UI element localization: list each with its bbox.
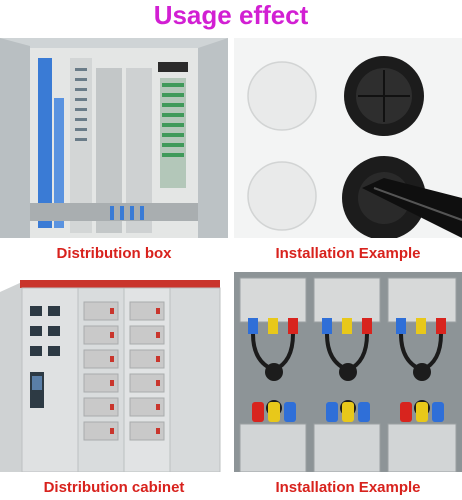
installation-example-caption-2: Installation Example [275, 479, 421, 496]
distribution-cabinet-caption: Distribution cabinet [43, 479, 185, 496]
distribution-box-photo [0, 38, 228, 238]
distribution-cabinet-photo [0, 272, 228, 472]
distribution-box-caption: Distribution box [56, 245, 172, 262]
wiring-installation-photo [234, 272, 462, 472]
page-title: Usage effect [153, 0, 309, 30]
installation-example-caption-1: Installation Example [275, 245, 421, 262]
grommet-installation-photo [234, 38, 462, 238]
